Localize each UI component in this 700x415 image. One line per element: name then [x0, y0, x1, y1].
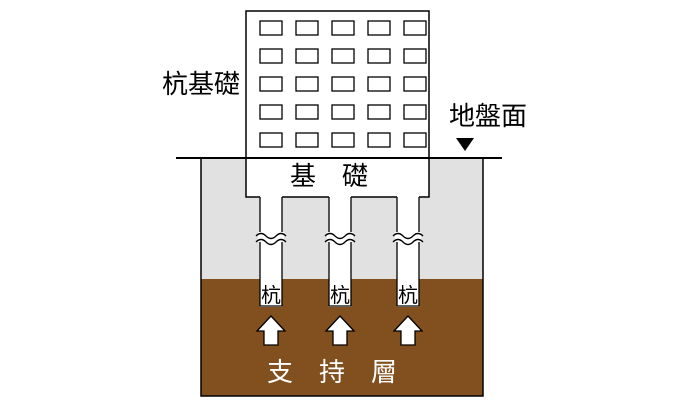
building-window	[403, 104, 427, 120]
building-window	[259, 104, 283, 120]
pile-label: 杭	[261, 283, 281, 307]
building-window	[367, 20, 391, 36]
arrow-up-icon	[392, 315, 424, 346]
building-window	[403, 20, 427, 36]
pile-break-gap	[395, 232, 421, 242]
pile-break-line	[324, 238, 356, 246]
building-window	[367, 76, 391, 92]
building	[245, 10, 430, 159]
building-window	[295, 76, 319, 92]
building-window	[331, 132, 355, 148]
pile-break-line	[392, 232, 424, 240]
pile: 杭	[324, 196, 356, 346]
pile-break-line	[392, 238, 424, 246]
pile-break-line	[324, 232, 356, 240]
pile: 杭	[255, 196, 287, 346]
building-window	[367, 104, 391, 120]
building-window	[295, 20, 319, 36]
pile-break-gap	[327, 232, 353, 242]
arrow-up-icon	[324, 315, 356, 346]
ground-surface-label: 地盤面	[449, 102, 527, 132]
pile-label: 杭	[398, 283, 418, 307]
pile-break-line	[255, 238, 287, 246]
building-window	[367, 48, 391, 64]
foundation-label: 基 礎	[290, 162, 368, 192]
building-window	[403, 76, 427, 92]
pile: 杭	[392, 196, 424, 346]
pile-shaft	[329, 196, 351, 307]
pile-label: 杭	[330, 283, 350, 307]
building-window	[403, 48, 427, 64]
building-window	[331, 104, 355, 120]
building-window	[259, 48, 283, 64]
building-window	[259, 20, 283, 36]
triangle-down-icon	[456, 138, 474, 151]
building-window	[259, 132, 283, 148]
arrow-up-icon	[255, 315, 287, 346]
pile-break-line	[255, 232, 287, 240]
bearing-layer-label: 支 持 層	[267, 358, 397, 388]
building-window	[295, 48, 319, 64]
building-window	[331, 48, 355, 64]
pile-break-gap	[258, 232, 284, 242]
soil-pit-outline	[200, 158, 484, 397]
pile-shaft	[260, 196, 282, 307]
building-window	[295, 132, 319, 148]
building-window	[403, 132, 427, 148]
pile-shaft	[397, 196, 419, 307]
pile-foundation-label: 杭基礎	[162, 70, 240, 100]
building-window	[259, 76, 283, 92]
building-window	[367, 132, 391, 148]
building-window	[331, 76, 355, 92]
piles-group: 杭杭杭	[255, 196, 424, 346]
building-window	[331, 20, 355, 36]
building-window	[295, 104, 319, 120]
